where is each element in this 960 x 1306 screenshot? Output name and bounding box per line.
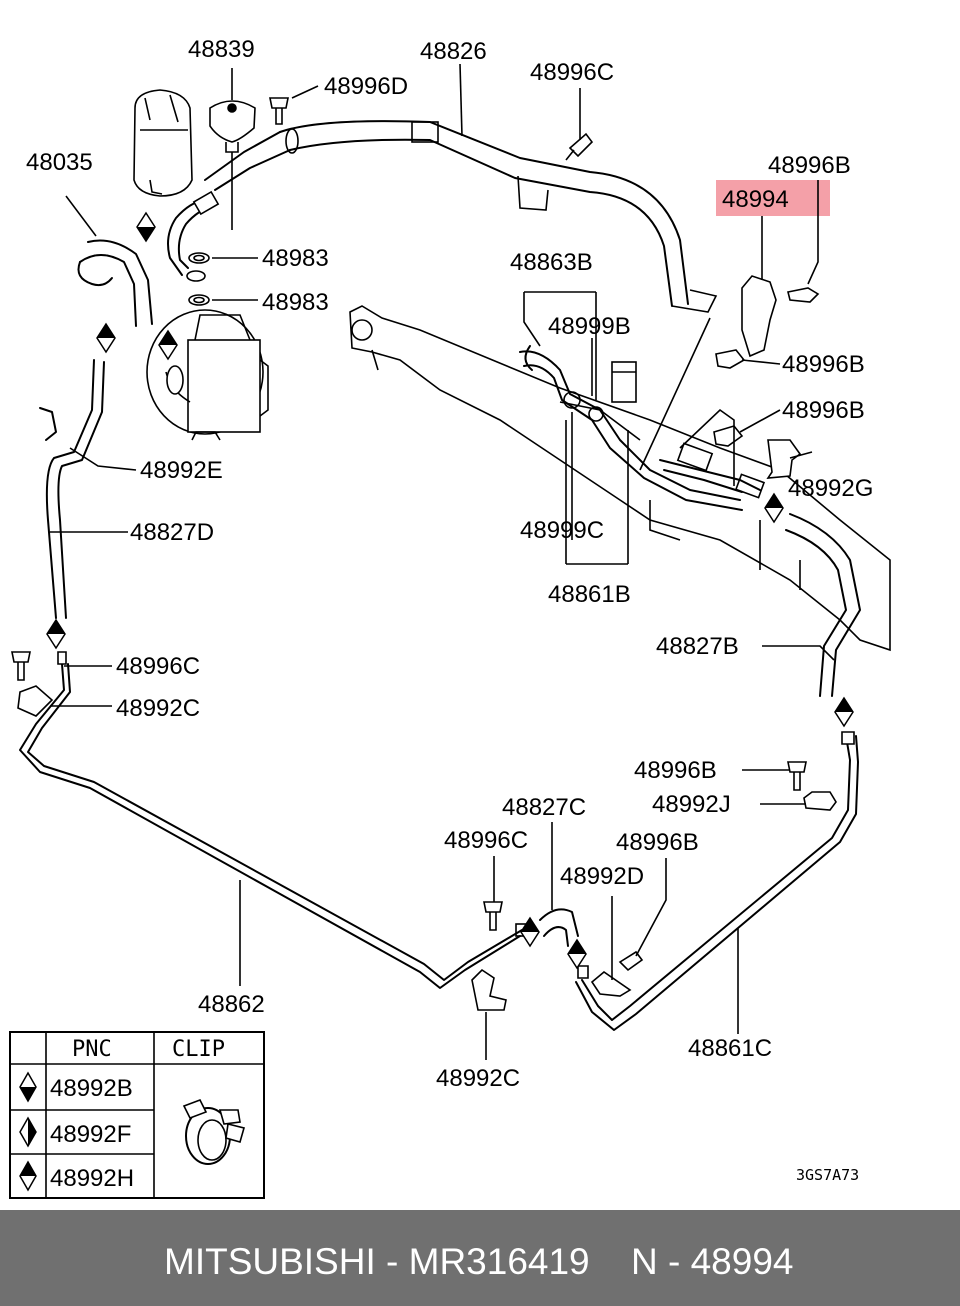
part-labels: 48839 48826 48996C 48996D 48035 48996B 4…: [26, 36, 873, 1092]
clip-diamond-icons: [46, 211, 854, 970]
label-48861c: 48861C: [688, 1035, 772, 1062]
label-48827c: 48827C: [502, 794, 586, 821]
label-48863b: 48863B: [510, 249, 593, 276]
steering-gear-drawing: [349, 305, 891, 652]
label-48996b-4: 48996B: [634, 757, 717, 784]
drawing-code: 3GS7A73: [796, 1166, 859, 1184]
legend-diamond-b-icon: [19, 1071, 37, 1103]
footer-bar: MITSUBISHI - MR316419 N - 48994: [0, 1210, 960, 1306]
label-48992d: 48992D: [560, 863, 644, 890]
label-48999c: 48999C: [520, 517, 604, 544]
pipes-48863b-48861b: [519, 345, 766, 511]
hose-48827d: [39, 359, 105, 619]
highlight-box: [716, 180, 830, 216]
label-48826: 48826: [420, 38, 487, 65]
label-48992e: 48992E: [140, 457, 223, 484]
label-48992j: 48992J: [652, 791, 731, 818]
label-48983-b: 48983: [262, 289, 329, 316]
hose-48826: [204, 120, 718, 313]
hose-48035: [77, 239, 153, 327]
parts-diagram: 48839 48826 48996C 48996D 48035 48996B 4…: [9, 36, 891, 1199]
label-48861b: 48861B: [548, 581, 631, 608]
label-48992c-left: 48992C: [116, 695, 200, 722]
bracket-48994: [741, 275, 777, 358]
label-48827d: 48827D: [130, 519, 214, 546]
reservoir-tank-drawing: [133, 89, 256, 276]
label-48996b-2: 48996B: [782, 351, 865, 378]
hose-48827b: [785, 513, 861, 697]
pump-drawing: [146, 309, 269, 441]
clip-48992d: [590, 970, 632, 997]
tube-48862: [17, 663, 523, 989]
label-48996b-3: 48996B: [782, 397, 865, 424]
legend-diamond-h-icon: [19, 1160, 37, 1192]
legend-row-2: 48992F: [50, 1121, 131, 1148]
washer-icons: [186, 252, 210, 306]
footer-part-number: MITSUBISHI - MR316419: [164, 1241, 590, 1282]
label-48999b: 48999B: [548, 313, 631, 340]
label-48996c-top: 48996C: [530, 59, 614, 86]
label-48035: 48035: [26, 149, 93, 176]
bolt-icons: [11, 97, 855, 979]
label-48992g: 48992G: [788, 475, 873, 502]
label-48983-a: 48983: [262, 245, 329, 272]
legend-diamond-f-icon: [19, 1116, 37, 1148]
label-48992c-bottom: 48992C: [436, 1065, 520, 1092]
label-48996b-5: 48996B: [616, 829, 699, 856]
leader-lines: [50, 63, 835, 1060]
label-48827b: 48827B: [656, 633, 739, 660]
label-48996c-mid: 48996C: [444, 827, 528, 854]
legend-table: PNC CLIP 48992B 48992F 48992H: [9, 1031, 265, 1199]
bracket-48992c-bottom: [471, 968, 507, 1011]
label-48994: 48994: [722, 186, 789, 213]
clip-48992j: [803, 791, 837, 811]
bracket-48992g: [766, 439, 802, 479]
legend-row-3: 48992H: [50, 1165, 134, 1192]
legend-header-clip: CLIP: [172, 1037, 225, 1062]
hose-clip-icon: [182, 1098, 245, 1165]
label-48996b-top: 48996B: [768, 152, 851, 179]
footer-pnc: N - 48994: [631, 1241, 794, 1282]
label-48996d: 48996D: [324, 73, 408, 100]
hose-48827c: [515, 908, 579, 947]
legend-header-pnc: PNC: [72, 1037, 112, 1062]
label-48839: 48839: [188, 36, 255, 63]
legend-row-1: 48992B: [50, 1075, 133, 1102]
label-48996c-left: 48996C: [116, 653, 200, 680]
label-48862: 48862: [198, 991, 265, 1018]
